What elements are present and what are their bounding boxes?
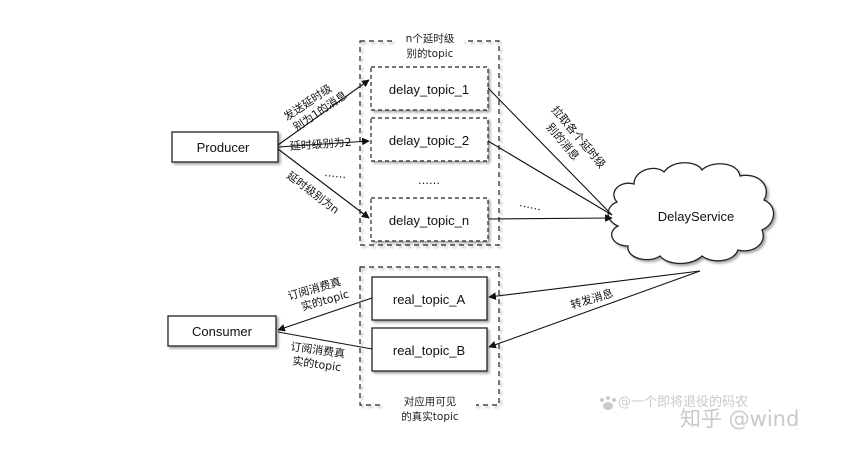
edge-topicn-to-service [487, 214, 613, 222]
delay-group-caption-line2: 别的topic [407, 47, 454, 60]
delay-topic-1-box[interactable] [370, 66, 489, 111]
producer-node[interactable]: Producer [171, 131, 279, 163]
real-topic-b-label: real_topic_B [393, 343, 465, 358]
edge-real-b-to-consumer [277, 331, 373, 350]
consumer-node[interactable]: Consumer [167, 315, 277, 347]
real-topic-b[interactable]: real_topic_B [371, 327, 488, 372]
subscribe-b-line2: 实的topic [292, 354, 343, 375]
delay-topic-ellipsis: …… [418, 174, 440, 187]
subscribe-edges: 订阅消费真 实的topic 订阅消费真 实的topic [277, 274, 373, 375]
edge-label-send-level2: 延时级别为2 [289, 136, 352, 153]
edge-label-pull: 拉取各个延时级 别的消息 [544, 103, 609, 171]
delay-topic-n[interactable]: delay_topic_n [370, 197, 489, 242]
real-topic-a[interactable]: real_topic_A [371, 276, 488, 321]
producer-label: Producer [197, 140, 250, 155]
delay-topic-2[interactable]: delay_topic_2 [370, 117, 489, 162]
delay-topic-2-box[interactable] [370, 117, 489, 162]
real-group-caption-line2: 的真实topic [401, 410, 459, 423]
consumer-box[interactable] [167, 315, 277, 347]
delay-service-node[interactable]: DelayService [607, 162, 775, 265]
baidu-paw-icon [600, 396, 616, 410]
edge-label-subscribe-a: 订阅消费真 实的topic [286, 274, 351, 313]
edge-topic1-to-service [487, 87, 613, 216]
edge-producer-to-topicn [277, 148, 370, 219]
forward-edges: 转发消息 [488, 270, 701, 349]
producer-ellipsis: …… [324, 166, 347, 181]
real-topic-b-box[interactable] [371, 327, 488, 372]
pull-ellipsis: …… [518, 196, 542, 213]
real-topic-a-box[interactable] [371, 276, 488, 321]
delay-service-label: DelayService [658, 209, 735, 224]
delay-caption-bg [396, 32, 464, 62]
edge-label-send-level1: 发送延时级 别为1的消息 [281, 81, 350, 134]
delay-topic-n-box[interactable] [370, 197, 489, 242]
consumer-label: Consumer [192, 324, 253, 339]
delay-topic-2-label: delay_topic_2 [389, 133, 469, 148]
delay-topic-n-label: delay_topic_n [389, 213, 469, 228]
delay-topic-1-label: delay_topic_1 [389, 82, 469, 97]
edge-label-subscribe-b: 订阅消费真 实的topic [290, 339, 346, 375]
edge-producer-to-topic2 [277, 137, 370, 148]
delay-topic-group: n个延时级 别的topic delay_topic_1 delay_topic_… [359, 32, 500, 246]
watermark: @一个即将退役的码农 知乎 @wind [600, 394, 799, 431]
edge-real-a-to-consumer [277, 297, 373, 332]
watermark-line1: @一个即将退役的码农 [618, 394, 748, 410]
edge-service-to-real-a [488, 270, 701, 300]
edge-producer-to-topic1 [277, 79, 370, 146]
delay-topic-1[interactable]: delay_topic_1 [370, 66, 489, 111]
delay-group-caption-line1: n个延时级 [406, 33, 455, 45]
real-topic-group: 对应用可见 的真实topic real_topic_A real_topic_B [359, 266, 500, 426]
edge-service-to-real-b [488, 270, 701, 349]
edge-topic2-to-service [487, 140, 613, 216]
edge-label-forward: 转发消息 [569, 286, 615, 312]
pull-edges: 拉取各个延时级 别的消息 …… [487, 87, 613, 222]
watermark-line2: 知乎 @wind [680, 407, 799, 431]
producer-edges: 发送延时级 别为1的消息 延时级别为2 延时级别为n …… [277, 79, 370, 219]
real-topic-a-label: real_topic_A [393, 292, 466, 307]
producer-box[interactable] [171, 131, 279, 163]
cloud-shape[interactable] [607, 162, 775, 265]
real-group-caption-line1: 对应用可见 [404, 395, 457, 408]
real-caption-bg [384, 396, 476, 426]
